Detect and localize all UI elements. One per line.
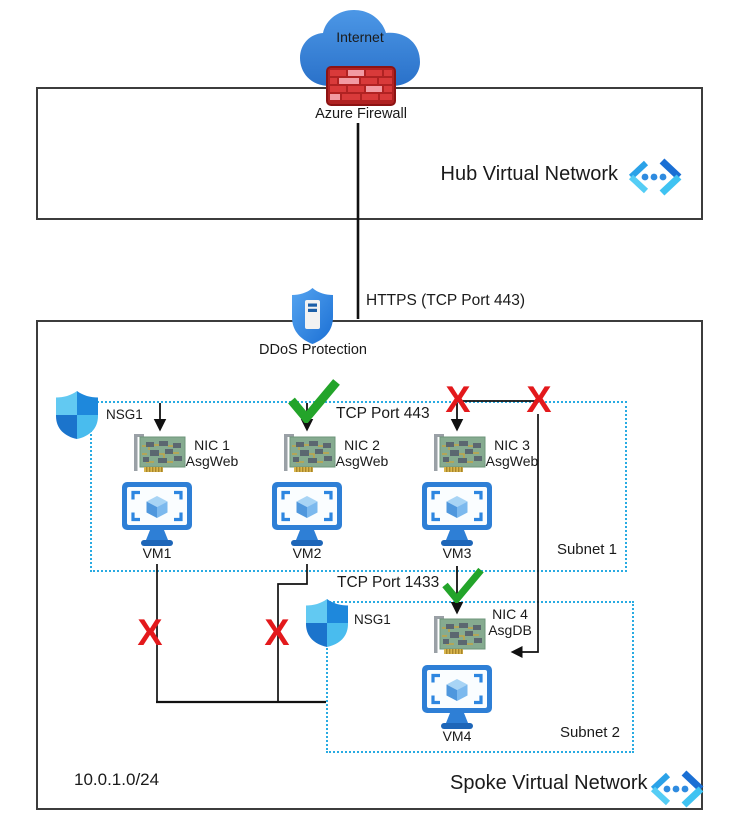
internet-to-db-deny-x-icon: X — [526, 379, 552, 421]
nic3-asg: AsgWeb — [485, 453, 539, 470]
nic2-name: NIC 2 — [344, 437, 380, 453]
nic1-icon — [132, 434, 186, 476]
internet-label: Internet — [336, 29, 384, 45]
nic2-icon — [282, 434, 336, 476]
spoke-cidr-label: 10.0.1.0/24 — [74, 770, 160, 789]
vm4-label: VM4 — [442, 728, 472, 744]
hub-network-label: Hub Virtual Network — [440, 163, 618, 185]
nic3-label-block: NIC 3 AsgWeb — [483, 437, 541, 469]
vm2-deny-x-icon: X — [264, 612, 290, 654]
vm2-label: VM2 — [292, 545, 322, 561]
subnet2-nsg-icon — [305, 598, 349, 648]
spoke-vnet-icon — [644, 768, 708, 810]
subnet2-nsg-label: NSG1 — [354, 612, 391, 627]
subnet1-box — [90, 401, 627, 572]
azure-firewall-icon — [326, 66, 396, 106]
tcp443-allow-check-icon — [285, 378, 343, 423]
subnet1-nsg-icon — [55, 390, 99, 440]
nic2-asg: AsgWeb — [335, 453, 389, 470]
nic3-deny-x-icon: X — [445, 379, 471, 421]
vm1-deny-x-icon: X — [137, 612, 163, 654]
nic3-name: NIC 3 — [494, 437, 530, 453]
vm3-icon — [418, 480, 496, 548]
vm2-icon — [268, 480, 346, 548]
subnet1-nsg-label: NSG1 — [106, 407, 143, 422]
tcp443-rule-label: TCP Port 443 — [336, 405, 430, 422]
ddos-protection-label: DDoS Protection — [259, 342, 367, 358]
subnet1-label: Subnet 1 — [556, 541, 617, 558]
nic2-label-block: NIC 2 AsgWeb — [333, 437, 391, 469]
tcp1433-allow-check-icon — [440, 567, 486, 603]
ddos-shield-icon — [292, 288, 333, 344]
vm1-icon — [118, 480, 196, 548]
nic3-icon — [432, 434, 486, 476]
subnet2-box — [326, 601, 634, 753]
tcp1433-rule-label: TCP Port 1433 — [337, 574, 440, 591]
hub-vnet-icon — [622, 156, 686, 198]
azure-firewall-label: Azure Firewall — [315, 106, 407, 122]
nic4-asg: AsgDB — [488, 622, 532, 639]
internet-to-nic4-line — [510, 414, 539, 658]
nic1-label-block: NIC 1 AsgWeb — [183, 437, 241, 469]
vm2-down-line — [277, 564, 308, 701]
nic1-asg: AsgWeb — [185, 453, 239, 470]
subnet2-label: Subnet 2 — [559, 724, 620, 741]
nic4-icon — [432, 616, 486, 658]
vm4-icon — [418, 663, 496, 731]
nic1-name: NIC 1 — [194, 437, 230, 453]
spoke-network-label: Spoke Virtual Network — [450, 772, 648, 794]
nic4-name: NIC 4 — [492, 606, 528, 622]
https-port-label: HTTPS (TCP Port 443) — [366, 292, 526, 309]
spoke-network-box — [36, 320, 703, 810]
vm1-label: VM1 — [142, 545, 172, 561]
nic4-label-block: NIC 4 AsgDB — [481, 606, 539, 638]
vm3-label: VM3 — [442, 545, 472, 561]
